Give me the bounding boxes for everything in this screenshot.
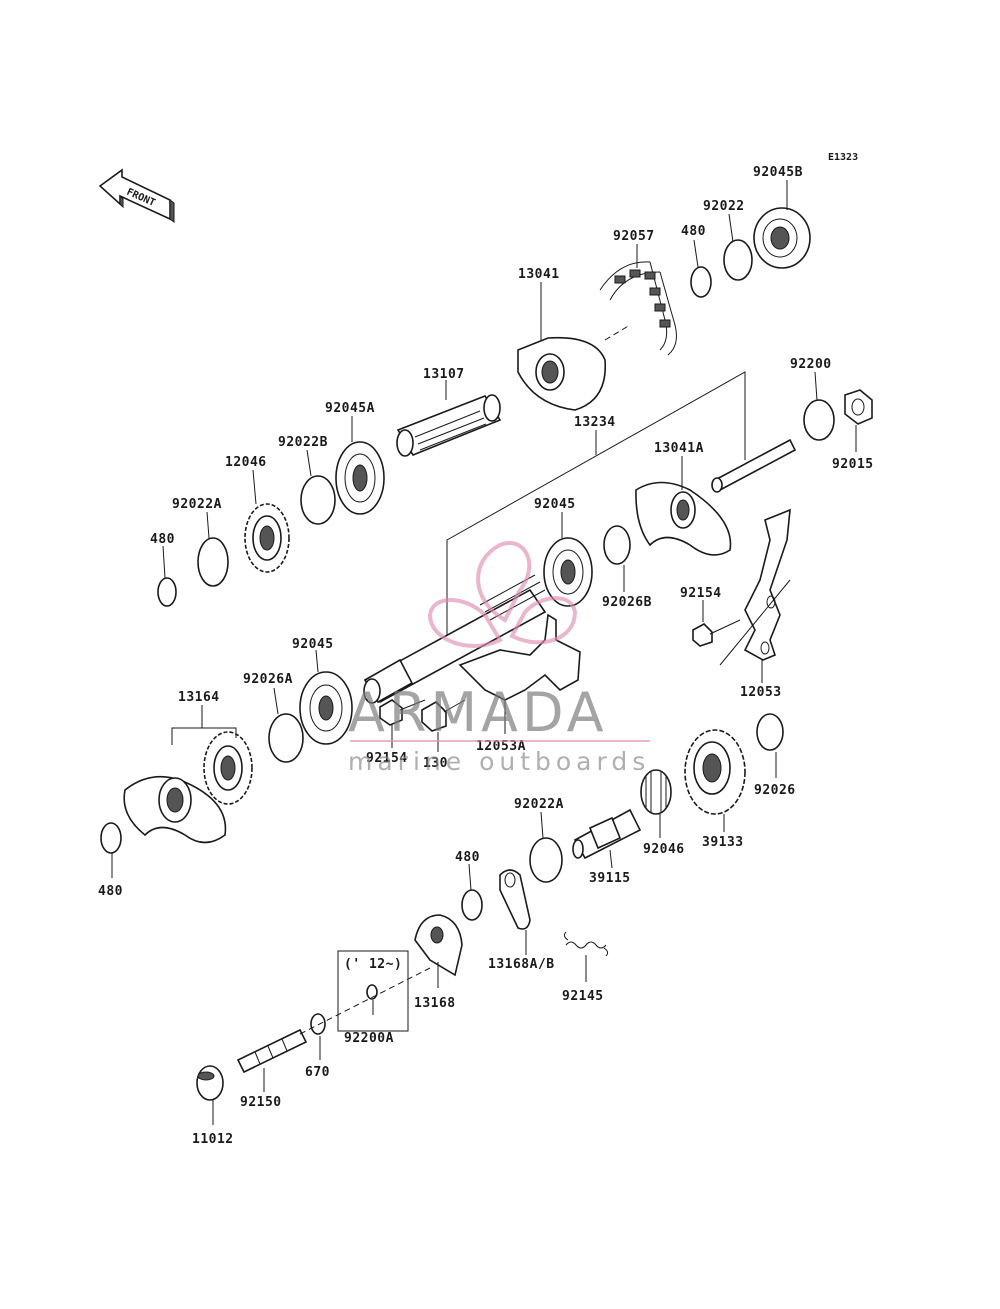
label-12053a: 12053A bbox=[476, 739, 526, 754]
label-92022b: 92022B bbox=[278, 435, 328, 450]
label-480-top: 480 bbox=[681, 224, 706, 239]
washer-92022a-top bbox=[197, 537, 229, 587]
spring-92145 bbox=[563, 931, 609, 957]
label-13107: 13107 bbox=[423, 367, 465, 382]
bolt-92154-right bbox=[692, 619, 741, 647]
guide-12053a bbox=[458, 613, 581, 701]
label-92022: 92022 bbox=[703, 199, 745, 214]
chain-92057 bbox=[599, 261, 677, 356]
bearing-92045a bbox=[335, 441, 385, 515]
label-92022a-low: 92022A bbox=[514, 797, 564, 812]
label-92154-low: 92154 bbox=[366, 751, 408, 766]
label-39115: 39115 bbox=[589, 871, 631, 886]
label-39133: 39133 bbox=[702, 835, 744, 850]
washer-92026b bbox=[603, 525, 631, 565]
label-13041: 13041 bbox=[518, 267, 560, 282]
nut-92015 bbox=[844, 389, 873, 425]
lever-13168 bbox=[414, 914, 463, 977]
plate-13168ab bbox=[499, 869, 531, 930]
washer-92026a bbox=[268, 713, 304, 763]
bearing-92045b bbox=[753, 207, 811, 269]
oring-670 bbox=[310, 1013, 326, 1035]
front-arrow-icon: FRONT bbox=[98, 168, 175, 223]
label-92045b: 92045B bbox=[753, 165, 803, 180]
label-11012: 11012 bbox=[192, 1132, 234, 1147]
washer-92022a-low bbox=[529, 837, 563, 883]
washer-92026 bbox=[756, 713, 784, 751]
label-92200a: 92200A bbox=[344, 1031, 394, 1046]
label-92150: 92150 bbox=[240, 1095, 282, 1110]
washer-92022 bbox=[723, 239, 753, 281]
label-12046: 12046 bbox=[225, 455, 267, 470]
label-92154-right: 92154 bbox=[680, 586, 722, 601]
label-92057: 92057 bbox=[613, 229, 655, 244]
bolt-130 bbox=[421, 699, 466, 732]
label-13168ab: 13168A/B bbox=[488, 957, 555, 972]
washer-92022b bbox=[300, 475, 336, 525]
label-92026b: 92026B bbox=[602, 595, 652, 610]
label-92026a: 92026A bbox=[243, 672, 293, 687]
sprocket-12046 bbox=[244, 503, 290, 573]
bearing-92045-mid bbox=[543, 537, 593, 607]
pin-shaft bbox=[711, 438, 797, 493]
label-92045a: 92045A bbox=[325, 401, 375, 416]
bolt-92154-low bbox=[379, 699, 426, 726]
circlip-480-left bbox=[157, 577, 177, 607]
propeller-logo-icon bbox=[427, 541, 578, 648]
label-480-bottom: 480 bbox=[98, 884, 123, 899]
sleeve-13107 bbox=[396, 394, 502, 457]
circlip-480-mid bbox=[461, 889, 483, 921]
circlip-480-bottom bbox=[100, 822, 122, 854]
label-480-left: 480 bbox=[150, 532, 175, 547]
label-92026: 92026 bbox=[754, 783, 796, 798]
label-13168: 13168 bbox=[414, 996, 456, 1011]
label-13234: 13234 bbox=[574, 415, 616, 430]
guide-12053 bbox=[743, 508, 791, 661]
label-13041a: 13041A bbox=[654, 441, 704, 456]
watermark-tagline: marine outboards bbox=[348, 747, 650, 776]
sprocket-39133 bbox=[684, 729, 746, 815]
label-92045-mid: 92045 bbox=[534, 497, 576, 512]
circlip-480-top bbox=[690, 266, 712, 298]
label-92015: 92015 bbox=[832, 457, 874, 472]
label-480-mid: 480 bbox=[455, 850, 480, 865]
label-92145: 92145 bbox=[562, 989, 604, 1004]
bearing-92045-low bbox=[299, 671, 353, 745]
label-670: 670 bbox=[305, 1065, 330, 1080]
label-13164: 13164 bbox=[178, 690, 220, 705]
watermark-brand: ARMADA bbox=[348, 681, 608, 744]
label-12053: 12053 bbox=[740, 685, 782, 700]
cam-13041 bbox=[517, 336, 607, 411]
label-92200: 92200 bbox=[790, 357, 832, 372]
label-92022a-top: 92022A bbox=[172, 497, 222, 512]
washer-92200a bbox=[366, 984, 378, 1000]
label-92046: 92046 bbox=[643, 842, 685, 857]
cap-11012 bbox=[196, 1065, 224, 1101]
cam-13164 bbox=[123, 731, 253, 844]
year-note: (' 12~) bbox=[344, 957, 402, 972]
pin-92150 bbox=[236, 967, 431, 1074]
figure-code: E1323 bbox=[828, 152, 858, 163]
shaft-39115 bbox=[572, 808, 642, 860]
cam-13041a bbox=[635, 481, 732, 556]
label-130: 130 bbox=[423, 756, 448, 771]
armada-watermark: ARMADA marine outboards bbox=[348, 541, 650, 776]
label-92045-low: 92045 bbox=[292, 637, 334, 652]
bearing-92046 bbox=[640, 769, 672, 815]
washer-92200 bbox=[803, 399, 835, 441]
